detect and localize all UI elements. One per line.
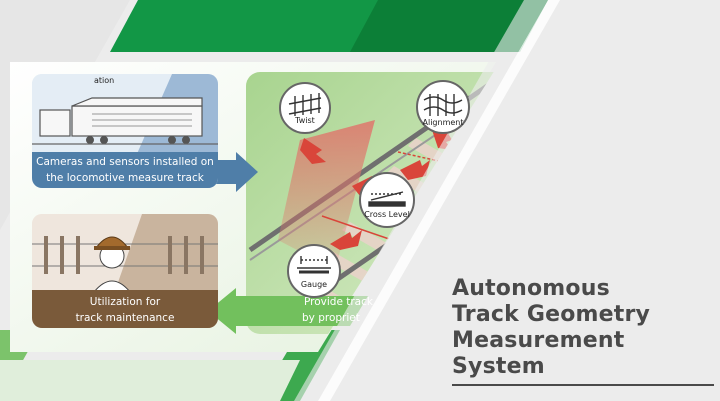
title-line-3: Measurement System: [452, 328, 625, 379]
green-arrow-band: [236, 296, 368, 326]
title-block: Autonomous Track Geometry Measurement Sy…: [452, 276, 714, 386]
measurement-cross-level: Cross Level: [359, 172, 415, 228]
worker-illustration: [32, 214, 218, 328]
track-caption-line1: Provide track: [304, 296, 373, 308]
title-line-2: Track Geometry: [452, 302, 651, 327]
measurement-alignment: Alignment: [416, 80, 470, 134]
alignment-icon: [423, 94, 463, 116]
maintenance-caption-line1: Utilization for: [89, 296, 161, 308]
track-caption-line2: by propriet: [302, 312, 360, 324]
title-underline: [452, 384, 714, 386]
title-line-1: Autonomous: [452, 276, 610, 301]
locomotive-caption-line1: Cameras and sensors installed on: [36, 156, 214, 168]
twist-label: Twist: [295, 116, 315, 125]
cross-level-label: Cross Level: [364, 210, 410, 219]
panel-corner-text: ation: [94, 76, 115, 85]
locomotive-panel: ation Cameras and sensors installed on t…: [32, 74, 218, 188]
twist-icon: [288, 93, 322, 116]
measurement-gauge: Gauge: [287, 244, 341, 298]
measurement-twist: Twist: [279, 82, 331, 134]
maintenance-caption-line2: track maintenance: [75, 312, 175, 324]
cross-level-icon: [368, 191, 406, 207]
locomotive-caption-line2: the locomotive measure track condition: [46, 172, 204, 184]
gauge-icon: [297, 256, 331, 274]
gauge-label: Gauge: [300, 280, 328, 289]
locomotive-caption: Cameras and sensors installed on the loc…: [32, 154, 218, 188]
maintenance-panel: Utilization for track maintenance: [32, 214, 218, 328]
alignment-label: Alignment: [422, 118, 464, 127]
track-caption: Provide track by propriet: [290, 294, 374, 326]
locomotive-illustration: [32, 74, 218, 188]
maintenance-caption: Utilization for track maintenance: [32, 294, 218, 326]
